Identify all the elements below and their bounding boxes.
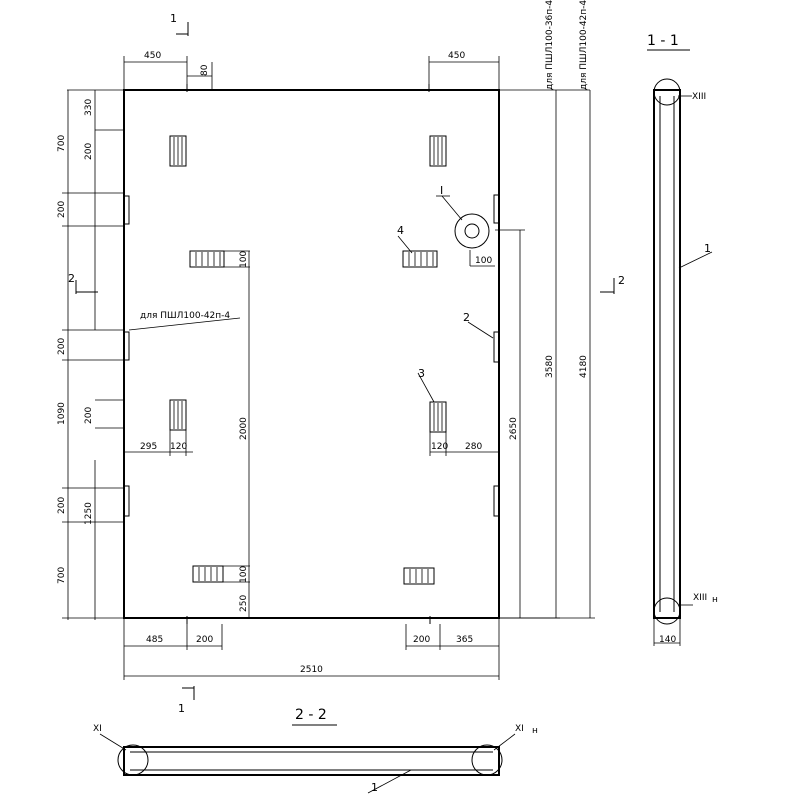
dim-inner-100c: 100 [239,566,249,583]
section-2-2-title: 2 - 2 [295,707,327,723]
dim-top-80: 80 [200,64,210,76]
section-mark-1-top: 1 [170,12,177,25]
note-pshl: для ПШЛ100-42п-4 [140,311,230,321]
callout-XI-left: XI [93,724,102,734]
dim-inner-120a: 120 [170,442,187,452]
dim-inner-295: 295 [140,442,157,452]
dim-top-450-right: 450 [448,51,465,61]
bottom-dimensions: 485 200 200 365 2510 [123,618,500,680]
dim-for-42: для ПШЛ100-42п-4 [579,0,589,90]
right-dimensions: 2650 3580 4180 [495,90,595,619]
detail-circle-I [454,213,490,249]
dim-inner-120b: 120 [431,442,448,452]
inner-dimensions: 100 100 100 2000 250 120 295 120 280 [124,250,499,618]
dim-left-200e: 200 [57,497,67,514]
dim-left-1250: 1250 [84,502,94,525]
dim-left-700b: 700 [57,567,67,584]
callout-2: 2 [463,311,470,324]
left-dimensions: 330 200 700 200 200 200 1090 200 1250 70… [57,89,124,620]
dim-bottom-2510: 2510 [300,665,323,675]
plate-vertical [169,399,187,431]
callout-3: 3 [418,367,425,380]
plate-vertical [169,135,187,167]
callout-4: 4 [397,224,404,237]
dim-left-700a: 700 [57,135,67,152]
edge-plate [123,331,130,361]
dim-for-36: для ПШЛ100-36п-4 [545,0,555,90]
callout-1-section: 1 [704,242,711,255]
dim-bottom-200b: 200 [413,635,430,645]
detail-circle-XI-right [471,744,503,776]
dim-right-4180: 4180 [579,355,589,378]
dim-inner-100b: 100 [475,256,492,266]
dim-left-1090: 1090 [57,402,67,425]
detail-circle-XIII-top [653,78,681,106]
section-markers: 1 1 2 2 [68,12,625,715]
edge-plate [123,195,130,225]
section-mark-2-right: 2 [618,274,625,287]
section-2-2: 2 - 2 XI XI н 1 [93,707,538,794]
dim-left-330: 330 [84,99,94,116]
section-1-1: 1 - 1 XIII 1 XIII н 140 [647,33,718,646]
callout-1-section-2: 1 [371,781,378,794]
panel-outline [123,89,500,619]
edge-plate [123,485,130,517]
dim-inner-250: 250 [239,595,249,612]
callout-XIII-top: XIII [692,92,706,102]
section-1-1-title: 1 - 1 [647,33,679,49]
dim-top-450-left: 450 [144,51,161,61]
callouts: для ПШЛ100-42п-4 I 4 3 2 [128,184,494,403]
dim-inner-2000: 2000 [239,417,249,440]
plate-vertical [429,135,447,167]
dim-section-140: 140 [659,635,676,645]
top-dimensions: 450 80 450 для ПШЛ100-36п-4 для ПШЛ100-4… [123,0,590,619]
dim-right-2650: 2650 [509,417,519,440]
detail-circle-XIII-bottom [653,597,681,625]
dim-left-200c: 200 [57,338,67,355]
callout-XI-right: XI [515,724,524,734]
callout-XIII-bottom-sub: н [712,595,718,605]
plate-horizontal [402,250,438,268]
callout-XIII-bottom: XIII [693,593,707,603]
dim-left-200b: 200 [57,201,67,218]
dim-left-200d: 200 [84,407,94,424]
dim-left-200a: 200 [84,143,94,160]
dim-bottom-200a: 200 [196,635,213,645]
plate-horizontal [403,567,435,585]
dim-bottom-485: 485 [146,635,163,645]
plate-horizontal [192,565,224,583]
callout-I: I [440,184,443,197]
section-mark-1-bottom: 1 [178,702,185,715]
detail-circle-XI-left [117,744,149,776]
plate-horizontal [189,250,225,268]
plate-vertical [429,401,447,433]
dim-right-3580: 3580 [545,355,555,378]
callout-XI-right-sub: н [532,726,538,736]
dim-inner-100a: 100 [239,251,249,268]
embedded-plates [123,135,500,585]
section-mark-2-left: 2 [68,272,75,285]
dim-bottom-365: 365 [456,635,473,645]
edge-plate [493,485,500,517]
edge-plate [493,331,500,363]
dim-inner-280: 280 [465,442,482,452]
edge-plate [493,194,500,224]
